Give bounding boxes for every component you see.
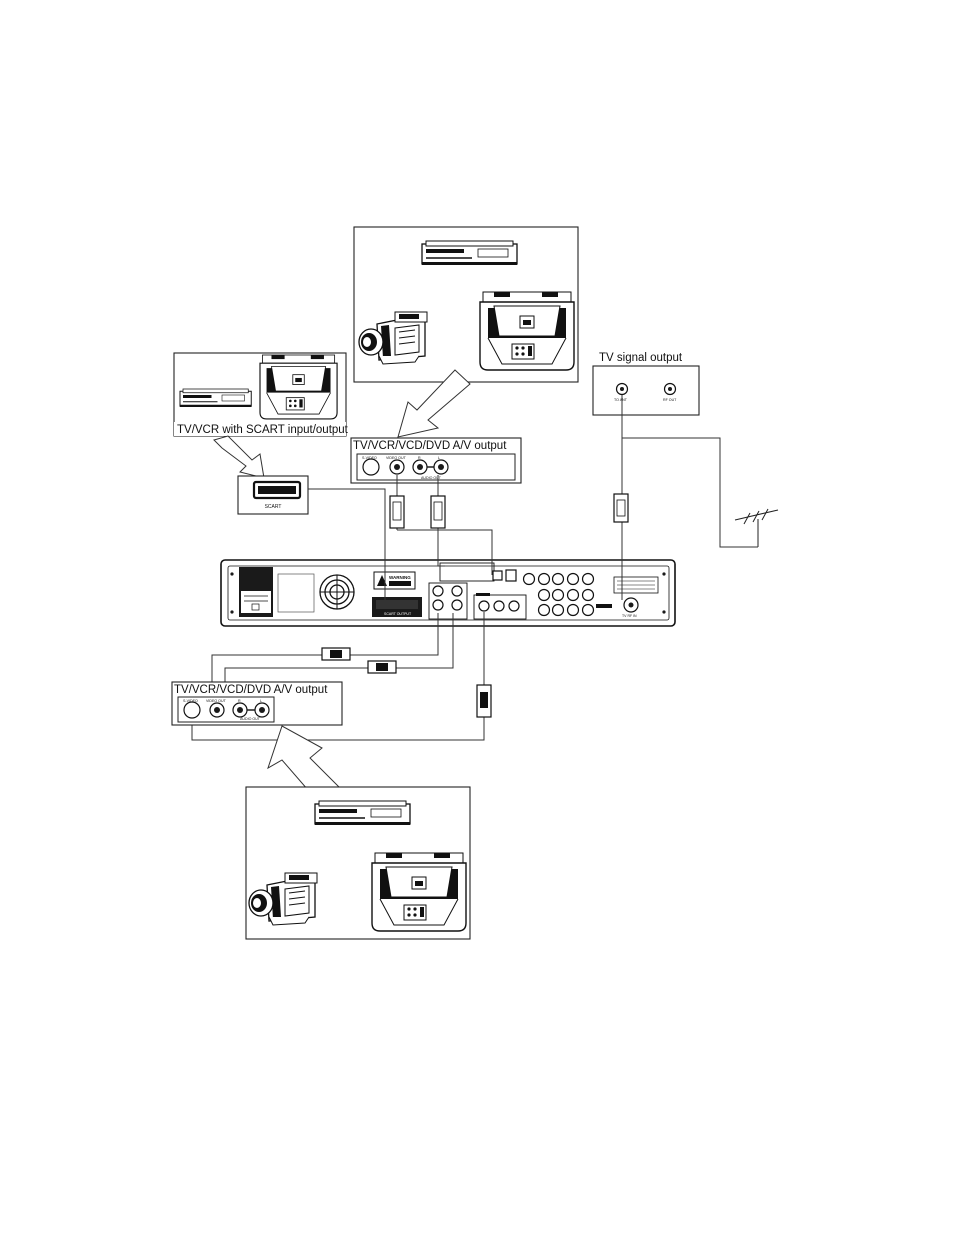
svideo-jack bbox=[183, 701, 201, 719]
tv-icon bbox=[259, 354, 338, 420]
scart-connector: SCART bbox=[237, 475, 309, 515]
tv-icon bbox=[479, 291, 575, 371]
av-bottom-title: TV/VCR/VCD/DVD A/V output bbox=[174, 684, 328, 696]
fan-icon bbox=[319, 574, 355, 610]
tv-signal-output: TV signal output TO ANT RF OUT bbox=[592, 352, 700, 416]
svg-text:RF OUT: RF OUT bbox=[663, 398, 677, 402]
dvd-player-rear-panel: WARNING SCART OUTPUT bbox=[220, 559, 676, 627]
tv-signal-title: TV signal output bbox=[599, 352, 683, 364]
vcr-icon bbox=[421, 240, 518, 266]
svg-text:R: R bbox=[418, 456, 421, 460]
scart-label: SCART bbox=[265, 504, 282, 510]
vcr-icon bbox=[314, 800, 411, 826]
top-devices-panel bbox=[353, 226, 579, 383]
arrow-bottom-panel bbox=[267, 725, 344, 791]
svideo-jack bbox=[362, 458, 380, 476]
cables bbox=[191, 395, 758, 741]
vcr-icon bbox=[179, 388, 252, 408]
svg-text:R: R bbox=[238, 699, 241, 703]
svg-text:TV RF IN: TV RF IN bbox=[622, 614, 637, 618]
svg-text:TO ANT: TO ANT bbox=[614, 398, 628, 402]
warning-label: WARNING bbox=[389, 575, 411, 580]
svg-text:SCART OUTPUT: SCART OUTPUT bbox=[384, 612, 412, 616]
tv-icon bbox=[371, 852, 467, 932]
scart-devices-panel: TV/VCR with SCART input/output bbox=[173, 352, 349, 437]
arrow-top-panel bbox=[397, 369, 471, 438]
arrow-scart bbox=[213, 435, 265, 479]
av-output-top: TV/VCR/VCD/DVD A/V output S-VIDEO VIDEO … bbox=[350, 437, 522, 484]
svg-text:VIDEO OUT: VIDEO OUT bbox=[206, 699, 227, 703]
av-top-title: TV/VCR/VCD/DVD A/V output bbox=[353, 440, 507, 452]
svg-text:L: L bbox=[438, 456, 440, 460]
bottom-devices-panel bbox=[245, 786, 471, 940]
svg-text:S-VIDEO: S-VIDEO bbox=[183, 699, 198, 703]
antenna-icon bbox=[734, 508, 779, 547]
svg-text:AUDIO OUT: AUDIO OUT bbox=[421, 476, 442, 480]
svg-text:L: L bbox=[260, 699, 262, 703]
svg-text:AUDIO OUT: AUDIO OUT bbox=[240, 717, 261, 721]
scart-panel-title: TV/VCR with SCART input/output bbox=[177, 424, 349, 436]
svg-text:S-VIDEO: S-VIDEO bbox=[362, 456, 377, 460]
svg-text:VIDEO OUT: VIDEO OUT bbox=[386, 456, 407, 460]
av-output-bottom: TV/VCR/VCD/DVD A/V output S-VIDEO VIDEO … bbox=[171, 681, 343, 726]
